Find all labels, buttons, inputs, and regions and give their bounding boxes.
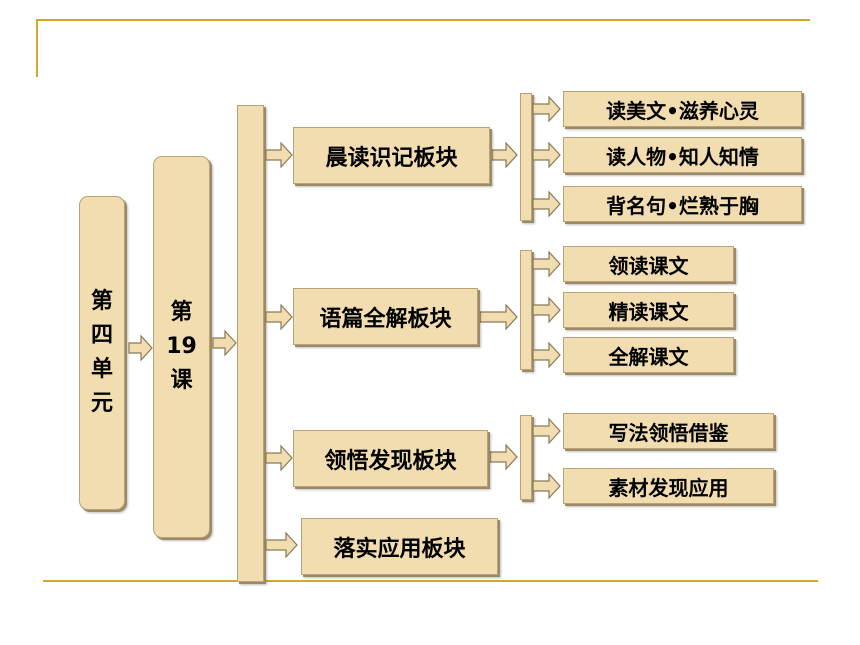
top-rule: [36, 19, 810, 21]
leaf-box: 素材发现应用: [563, 468, 774, 504]
leaf-box: 精读课文: [563, 292, 734, 328]
leaf-box: 读美文•滋养心灵: [563, 91, 802, 127]
section-box: 落实应用板块: [301, 518, 498, 575]
section-box: 晨读识记板块: [293, 127, 490, 184]
section-box: 领悟发现板块: [293, 430, 488, 487]
arrow-icon: [532, 341, 561, 369]
arrow-icon: [491, 141, 518, 169]
bracket-bar-3: [520, 415, 532, 500]
arrow-icon: [265, 303, 293, 331]
arrow-icon: [532, 141, 561, 169]
arrow-icon: [532, 417, 561, 445]
arrow-icon: [532, 250, 561, 278]
section-box: 语篇全解板块: [293, 288, 478, 345]
bracket-bar-2: [520, 250, 532, 370]
lesson-char: 第: [170, 300, 193, 325]
arrow-icon: [532, 472, 561, 500]
arrow-icon: [532, 95, 561, 123]
arrow-icon: [265, 444, 293, 472]
unit-char: 单: [90, 357, 113, 382]
unit-box: 第 四 单 元: [79, 196, 125, 510]
leaf-box: 领读课文: [563, 246, 734, 282]
unit-char: 四: [90, 323, 113, 348]
leaf-box: 读人物•知人知情: [563, 137, 802, 173]
leaf-box: 写法领悟借鉴: [563, 413, 774, 449]
leaf-box: 全解课文: [563, 337, 734, 373]
trunk-bar: [237, 105, 264, 582]
bracket-bar-1: [520, 93, 532, 221]
arrow-icon: [265, 531, 298, 559]
arrow-icon: [489, 443, 518, 471]
arrow-icon: [212, 329, 237, 357]
arrow-icon: [532, 296, 561, 324]
arrow-icon: [532, 190, 561, 218]
leaf-box: 背名句•烂熟于胸: [563, 186, 802, 222]
lesson-char: 19: [166, 334, 197, 359]
bottom-rule: [43, 580, 818, 582]
lesson-box: 第 19 课: [153, 156, 210, 538]
left-rule: [36, 19, 38, 77]
arrow-icon: [128, 334, 153, 362]
lesson-char: 课: [170, 368, 193, 393]
unit-char: 元: [90, 391, 113, 416]
unit-char: 第: [90, 289, 113, 314]
arrow-icon: [265, 141, 293, 169]
arrow-icon: [479, 303, 518, 331]
